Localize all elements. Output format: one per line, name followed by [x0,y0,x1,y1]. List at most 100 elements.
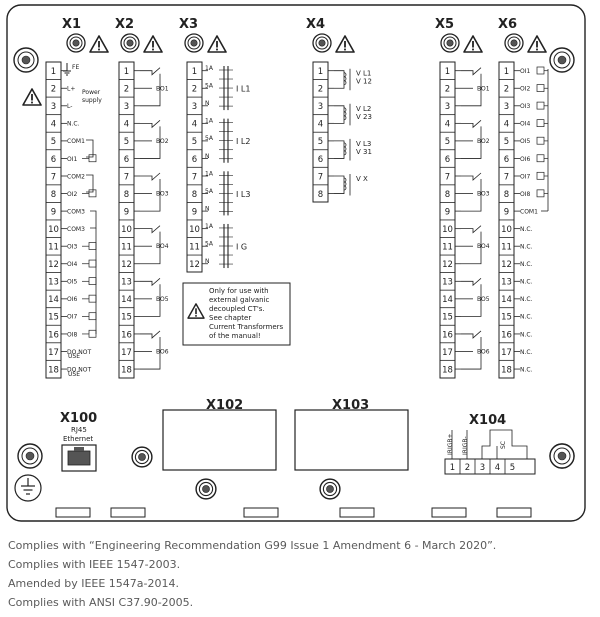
x6-label: OI3 [520,103,530,110]
connector-screw-icon [66,33,86,53]
terminal-number: 4 [51,120,56,130]
x6-label: N.C. [520,314,533,321]
bottom-slot [243,507,279,518]
terminal-number: 3 [51,102,56,112]
mounting-screw-icon [13,47,39,73]
warning-icon [143,35,163,53]
compliance-footer: Complies with “Engineering Recommendatio… [8,536,593,612]
x1-label: COM3 [67,226,85,233]
connector-screw-icon [312,33,332,53]
warning-icon [463,35,483,53]
bottom-slot [55,507,91,518]
ct-input-label: N [205,205,210,212]
note-line-1: Only for use with [209,287,269,295]
compliance-line-2: Complies with IEEE 1547-2003. [8,558,181,571]
terminal-number: 17 [501,348,512,358]
relay-label: BO5 [156,296,169,303]
vt-sub-label: V 31 [356,148,372,156]
terminal-number: 17 [121,348,132,358]
ct-label: I G [236,243,247,252]
terminal-number: 9 [504,207,509,217]
terminal-number: 5 [510,463,515,473]
terminal-number: 11 [501,243,512,253]
optocoupler-input-icon [536,119,545,128]
terminal-number: 7 [124,172,129,182]
terminal-number: 2 [51,85,56,95]
terminal-number: 6 [318,155,323,165]
x6-label: OI6 [520,156,530,163]
terminal-number: 13 [442,278,453,288]
terminal-number: 4 [445,120,450,130]
mounting-screw-icon [549,443,575,469]
x1-label: L- [67,103,72,110]
note-line-4: See chapter [209,314,251,322]
terminal-number: 2 [318,85,323,95]
terminal-number: 5 [124,137,129,147]
x6-label: N.C. [520,279,533,286]
terminal-number: 6 [192,155,197,165]
terminal-number: 15 [48,313,59,323]
optocoupler-input-icon [88,277,97,285]
ct-input-label: N [205,153,210,160]
terminal-number: 10 [442,225,453,235]
bottom-slot [431,507,467,518]
x1-power-label: Power [82,89,101,96]
terminal-number: 1 [504,67,509,77]
x104-sc: SC [500,441,507,449]
terminal-number: 9 [124,207,129,217]
terminal-number: 17 [442,348,453,358]
optocoupler-input-icon [536,101,545,110]
terminal-number: 3 [504,102,509,112]
terminal-number: 2 [465,463,470,473]
terminal-number: 7 [504,172,509,182]
terminal-number: 1 [124,67,129,77]
x1-supply-label: supply [82,97,102,104]
terminal-number: 18 [48,365,59,375]
x100-sub1: RJ45 [71,426,87,434]
relay-label: BO3 [477,191,490,198]
x6-label: N.C. [520,331,533,338]
x1-label: OI2 [67,191,77,198]
x5-title: X5 [435,17,454,32]
optocoupler-input-icon [88,154,97,163]
terminal-number: 3 [480,463,485,473]
terminal-number: 9 [445,207,450,217]
x104-title: X104 [469,413,506,428]
terminal-number: 1 [450,463,455,473]
terminal-number: 2 [504,85,509,95]
terminal-number: 15 [121,313,132,323]
terminal-number: 5 [318,137,323,147]
optocoupler-input-icon [88,329,97,338]
ct-input-label: 1A [205,170,214,177]
terminal-number: 10 [48,225,59,235]
x1-use-label-17: USE [68,353,80,360]
x1-label: OI1 [67,156,77,163]
terminal-number: 9 [51,207,56,217]
vt-sub-label: V 12 [356,78,372,86]
relay-label: BO6 [156,349,169,356]
x104-irigb-minus: IRIGB- [462,436,469,455]
terminal-number: 15 [442,313,453,323]
x1-label: COM2 [67,173,85,180]
note-line-6: of the manual! [209,332,261,340]
terminal-number: 5 [504,137,509,147]
terminal-number: 4 [495,463,500,473]
terminal-number: 6 [124,155,129,165]
relay-label: BO6 [477,349,490,356]
terminal-number: 12 [501,260,512,270]
x6-label: OI1 [520,68,530,75]
x1-label: OI7 [67,314,77,321]
terminal-number: 3 [445,102,450,112]
terminal-number: 8 [318,190,323,200]
relay-label: BO3 [156,191,169,198]
bottom-slot [110,507,146,518]
x6-label: COM1 [520,208,538,215]
terminal-number: 4 [318,120,323,130]
x102-title: X102 [206,398,243,413]
mounting-screw-icon [17,443,43,469]
x6-title: X6 [498,17,517,32]
bottom-slot [339,507,375,518]
